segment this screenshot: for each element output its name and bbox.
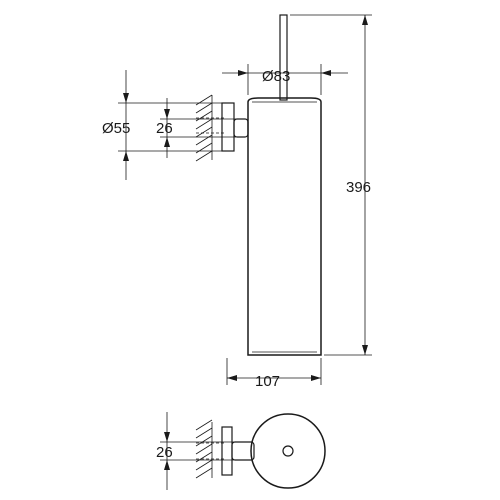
dimension-wall-projection-top: 26 bbox=[156, 412, 236, 490]
dimension-cup-diameter: Ø83 bbox=[222, 64, 348, 95]
brush-cup bbox=[247, 97, 322, 356]
brush-cup-top bbox=[250, 413, 326, 489]
dimension-total-height: 396 bbox=[290, 14, 372, 356]
brush-handle-top bbox=[282, 445, 294, 457]
dimension-rosette-diameter: Ø55 bbox=[102, 70, 226, 180]
wall-rosette-top bbox=[221, 426, 233, 476]
dimension-total-depth: 107 bbox=[226, 358, 322, 390]
holder-arm-side bbox=[233, 118, 249, 138]
label-wall-projection-top: 26 bbox=[156, 444, 173, 461]
brush-handle bbox=[279, 14, 288, 101]
label-total-height: 396 bbox=[346, 179, 371, 196]
side-view: Ø83 396 107 Ø55 bbox=[102, 14, 372, 390]
dimension-wall-projection-side: 26 bbox=[156, 98, 236, 158]
label-cup-diameter: Ø83 bbox=[262, 68, 290, 85]
top-view: 26 bbox=[156, 412, 326, 490]
wall-rosette-side bbox=[221, 102, 235, 152]
holder-arm-top bbox=[231, 441, 255, 461]
wall-hatching-top bbox=[195, 419, 226, 479]
label-rosette-diameter: Ø55 bbox=[102, 120, 130, 137]
label-total-depth: 107 bbox=[255, 373, 280, 390]
label-wall-projection-side: 26 bbox=[156, 120, 173, 137]
